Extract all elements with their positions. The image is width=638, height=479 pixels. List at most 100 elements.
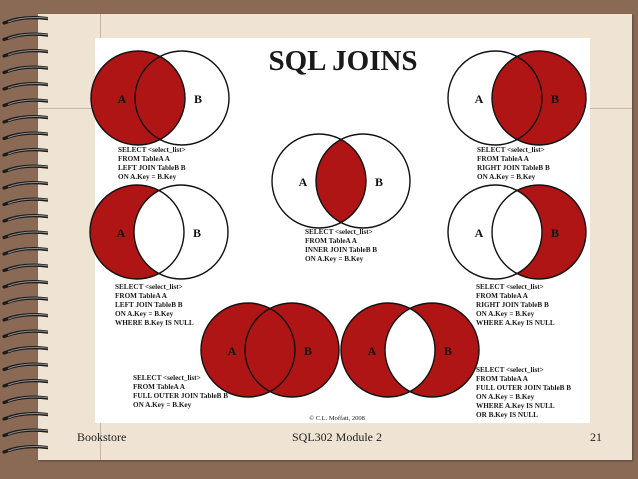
circle-a-outline xyxy=(271,133,367,229)
sql-code-line: SELECT <select_list> xyxy=(133,374,201,382)
circle-a-outline xyxy=(90,50,186,146)
a-only-fill xyxy=(90,185,184,279)
binding-ring-highlight xyxy=(7,297,48,303)
sql-code-line: ON A.Key = B.Key xyxy=(305,255,364,263)
sql-code-line: RIGHT JOIN TableB B xyxy=(477,164,550,172)
circle-a-outline xyxy=(89,184,185,280)
binding-ring-highlight xyxy=(7,446,48,452)
binding-ring-highlight xyxy=(7,116,48,122)
venn-right-join-exclusive: A B SELECT <select_list>FROM TableA ARIGHT… xyxy=(447,184,587,327)
set-b-label: B xyxy=(444,344,452,358)
set-a-label: A xyxy=(117,226,126,240)
sql-code-line: FROM TableA A xyxy=(305,237,358,245)
circle-b-outline xyxy=(133,184,229,280)
intersection-fill xyxy=(316,134,366,228)
circle-a-outline xyxy=(200,302,296,398)
circle-a-outline xyxy=(447,50,543,146)
set-b-label: B xyxy=(304,344,312,358)
sql-code-line: FROM TableA A xyxy=(133,383,186,391)
circle-a-outline xyxy=(447,184,543,280)
binding-ring-highlight xyxy=(7,363,48,369)
sql-code-line: LEFT JOIN TableB B xyxy=(115,301,183,309)
set-b-label: B xyxy=(375,175,383,189)
b-only-fill xyxy=(492,185,586,279)
slide-title: SQL JOINS xyxy=(268,45,417,77)
sql-code-line: FROM TableA A xyxy=(118,155,171,163)
sql-code-line: ON A.Key = B.Key xyxy=(118,173,177,181)
b-only-fill xyxy=(385,303,479,397)
set-a-label: A xyxy=(475,226,484,240)
binding-ring-highlight xyxy=(7,198,48,204)
set-a-label: A xyxy=(228,344,237,358)
binding-ring-highlight xyxy=(7,66,48,72)
set-a-label: A xyxy=(299,175,308,189)
binding-ring-highlight xyxy=(7,429,48,435)
set-a-label: A xyxy=(118,92,127,106)
circle-b-outline xyxy=(491,50,587,146)
slide-number: 21 xyxy=(590,430,602,444)
sql-code-line: LEFT JOIN TableB B xyxy=(118,164,186,172)
sql-code-line: OR B.Key IS NULL xyxy=(476,411,538,419)
set-a-label: A xyxy=(368,344,377,358)
sql-code-line: FULL OUTER JOIN TableB B xyxy=(133,392,228,400)
binding-ring-highlight xyxy=(7,231,48,237)
binding-ring-highlight xyxy=(7,413,48,419)
circle-a-fill xyxy=(91,51,185,145)
sql-code-line: WHERE B.Key IS NULL xyxy=(115,319,194,327)
binding-ring-highlight xyxy=(7,396,48,402)
circle-b-outline xyxy=(134,50,230,146)
sql-code-line: SELECT <select_list> xyxy=(305,228,373,236)
sql-code-line: SELECT <select_list> xyxy=(476,283,544,291)
binding-ring-highlight xyxy=(7,33,48,39)
binding-ring-highlight xyxy=(7,347,48,353)
footer-center: SQL302 Module 2 xyxy=(292,430,382,444)
binding-ring-highlight xyxy=(7,380,48,386)
binding-ring-highlight xyxy=(7,264,48,270)
sql-code-line: FROM TableA A xyxy=(476,375,529,383)
binding-ring-highlight xyxy=(7,99,48,105)
venn-right-join: A B SELECT <select_list>FROM TableA ARIGHT… xyxy=(447,50,587,181)
spiral-binding xyxy=(2,16,48,454)
footer-left: Bookstore xyxy=(77,430,127,444)
sql-code-line: SELECT <select_list> xyxy=(477,146,545,154)
venn-inner-join: A B SELECT <select_list>FROM TableA AINNER… xyxy=(271,133,411,263)
sql-code-line: RIGHT JOIN TableB B xyxy=(476,301,549,309)
binding-ring-highlight xyxy=(7,248,48,254)
binding-ring-highlight xyxy=(7,50,48,56)
set-a-label: A xyxy=(475,92,484,106)
circle-b-outline xyxy=(384,302,480,398)
binding-ring-highlight xyxy=(7,182,48,188)
binding-ring-highlight xyxy=(7,165,48,171)
sql-code-line: ON A.Key = B.Key xyxy=(476,393,535,401)
sql-code-line: ON A.Key = B.Key xyxy=(476,310,535,318)
sql-code-line: INNER JOIN TableB B xyxy=(305,246,377,254)
set-b-label: B xyxy=(551,92,559,106)
binding-ring-highlight xyxy=(7,149,48,155)
circle-b-outline xyxy=(244,302,340,398)
circle-a-outline xyxy=(340,302,436,398)
sql-code-line: FROM TableA A xyxy=(476,292,529,300)
copyright-text: © C.L. Moffatt, 2008 xyxy=(309,415,365,422)
set-b-label: B xyxy=(551,226,559,240)
circle-b-fill xyxy=(492,51,586,145)
binding-ring-highlight xyxy=(7,215,48,221)
sql-code-line: ON A.Key = B.Key xyxy=(115,310,174,318)
binding-ring-highlight xyxy=(7,83,48,89)
binding-ring-highlight xyxy=(7,132,48,138)
sql-code-line: WHERE A.Key IS NULL xyxy=(476,319,555,327)
binding-ring-highlight xyxy=(7,17,48,23)
binding-ring-highlight xyxy=(7,314,48,320)
venn-full-outer-join: A B SELECT <select_list>FROM TableA AFULL … xyxy=(133,302,340,409)
sql-code-line: FROM TableA A xyxy=(477,155,530,163)
sql-code-line: FROM TableA A xyxy=(115,292,168,300)
sql-code-line: WHERE A.Key IS NULL xyxy=(476,402,555,410)
sql-code-line: ON A.Key = B.Key xyxy=(477,173,536,181)
sql-code-line: SELECT <select_list> xyxy=(115,283,183,291)
circle-b-outline xyxy=(491,184,587,280)
set-b-label: B xyxy=(194,92,202,106)
binding-ring-highlight xyxy=(7,330,48,336)
sql-code-line: ON A.Key = B.Key xyxy=(133,401,192,409)
